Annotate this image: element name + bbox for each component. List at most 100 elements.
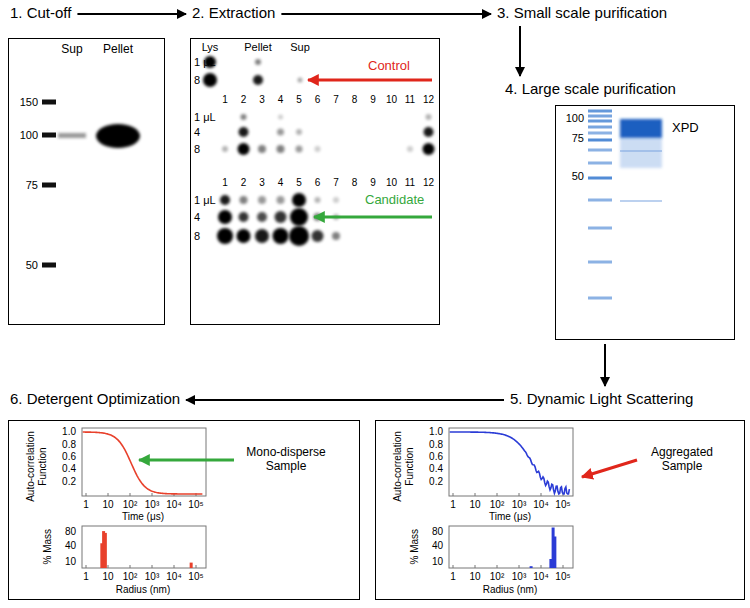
axis-title: % Mass <box>42 529 54 565</box>
axis-tick: 10³ <box>145 571 159 583</box>
figure-part <box>588 110 612 113</box>
figure-part <box>296 146 303 153</box>
lane-number: 1 <box>222 177 228 189</box>
row-label: 8 <box>194 230 200 243</box>
figure-part <box>108 493 109 496</box>
lane-number: 3 <box>259 177 265 189</box>
figure-part <box>58 133 86 138</box>
marker-label: 75 <box>572 132 584 145</box>
row-label: 1 μL <box>194 194 216 207</box>
axis-tick: 40 <box>65 540 76 552</box>
marker-label: 50 <box>26 259 38 272</box>
figure-part <box>292 193 306 207</box>
figure-part <box>42 263 56 268</box>
figure-part <box>190 563 193 568</box>
lane-number: 7 <box>333 177 339 189</box>
lane-number: 4 <box>278 94 284 106</box>
figure-part <box>426 114 432 120</box>
figure-part <box>278 115 283 120</box>
step-heading: 2. Extraction <box>192 4 275 22</box>
lane-number: 12 <box>423 94 434 106</box>
figure-part <box>588 297 612 300</box>
lane-number: 5 <box>296 94 302 106</box>
figure-part <box>519 565 520 568</box>
figure-part <box>312 230 324 242</box>
lane-label: Pellet <box>103 43 133 57</box>
figure-part <box>588 227 612 230</box>
lane-number: 12 <box>423 177 434 189</box>
figure-part <box>96 124 140 148</box>
figure-part <box>277 145 285 153</box>
figure-part <box>588 149 612 152</box>
figure-part <box>222 146 228 152</box>
figure-part <box>130 493 131 496</box>
figure-part <box>620 138 662 168</box>
figure-part <box>255 59 261 65</box>
band-label: XPD <box>672 121 699 136</box>
lane-number: 5 <box>296 177 302 189</box>
axis-tick: 10² <box>490 571 504 583</box>
axis-tick: 10² <box>123 499 137 511</box>
figure-part <box>424 127 434 137</box>
axis-tick: 10⁴ <box>533 499 548 511</box>
figure-part <box>273 228 289 244</box>
axis-tick: 10⁵ <box>188 499 203 511</box>
figure-part <box>541 565 542 568</box>
axis-tick: 10 <box>432 556 443 568</box>
axis-tick: 0.6 <box>429 451 443 463</box>
flow-arrow <box>604 344 606 386</box>
figure-part <box>475 493 476 496</box>
marker-label: 50 <box>572 170 584 183</box>
axis-tick: 10³ <box>145 499 159 511</box>
row-label: 1 μL <box>194 56 216 69</box>
figure-part <box>314 216 432 219</box>
step-heading: 4. Large scale purification <box>505 80 676 98</box>
lane-label: Pellet <box>244 41 272 54</box>
step-heading: 5. Dynamic Light Scattering <box>510 390 693 408</box>
figure-part <box>453 565 454 568</box>
axis-tick: 10 <box>469 499 480 511</box>
figure-part <box>258 196 266 204</box>
figure-part <box>290 208 308 226</box>
figure-part <box>620 119 662 138</box>
lane-number: 4 <box>278 177 284 189</box>
lane-number: 9 <box>370 177 376 189</box>
callout-label: Mono-disperse Sample <box>240 446 332 474</box>
figure-part <box>289 226 309 246</box>
axis-tick: 1.0 <box>429 426 443 438</box>
row-label: 1 μL <box>194 111 216 124</box>
figure-part <box>275 211 287 223</box>
step-panel: 4. Large scale purification <box>505 80 735 340</box>
figure-part <box>332 232 340 240</box>
axis-tick: 0.2 <box>429 476 443 488</box>
figure-part <box>333 197 339 203</box>
figure-part <box>588 261 612 264</box>
axis-title: Auto-correlation Function <box>392 424 415 508</box>
figure-part <box>152 493 153 496</box>
figure-part <box>588 132 612 135</box>
axis-tick: 1 <box>83 571 89 583</box>
figure-part <box>407 146 413 152</box>
step-label: 3. Small scale purification <box>497 4 669 22</box>
axis-title: Radius (nm) <box>116 584 170 596</box>
figure-part <box>139 459 234 462</box>
axis-tick: 0.8 <box>429 439 443 451</box>
axis-tick: 0.8 <box>62 439 76 451</box>
figure-part <box>315 146 321 152</box>
figure-part <box>563 565 564 568</box>
axis-tick: 1 <box>450 499 456 511</box>
figure-part <box>82 526 206 568</box>
lane-number: 2 <box>241 177 247 189</box>
step-panel: 6. Detergent Optimization <box>8 390 360 600</box>
figure-part <box>277 196 285 204</box>
lane-number: 8 <box>352 177 358 189</box>
dot-blot <box>203 56 435 246</box>
figure-part <box>541 493 542 496</box>
figure-part <box>449 526 573 568</box>
axis-title: Time (μs) <box>489 511 531 523</box>
lane-label: Sup <box>61 43 82 57</box>
axis-tick: 10 <box>102 499 113 511</box>
axis-title: Time (μs) <box>122 511 164 523</box>
